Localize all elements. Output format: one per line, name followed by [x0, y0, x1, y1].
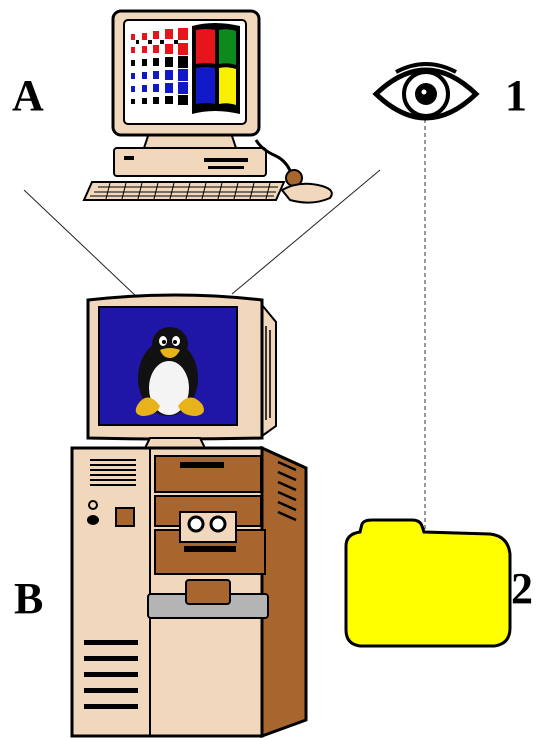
label-1: 1	[505, 71, 527, 120]
label-2: 2	[511, 564, 533, 613]
windows-desktop-computer-icon	[82, 9, 333, 204]
eye-icon	[372, 62, 480, 121]
label-a: A	[12, 71, 44, 120]
windows-flag-logo-icon	[131, 23, 240, 114]
label-b: B	[14, 574, 44, 623]
projection-lines	[23, 169, 381, 299]
linux-tower-server-icon	[70, 293, 308, 739]
folder-icon	[344, 518, 512, 648]
tux-penguin-icon	[135, 327, 204, 416]
